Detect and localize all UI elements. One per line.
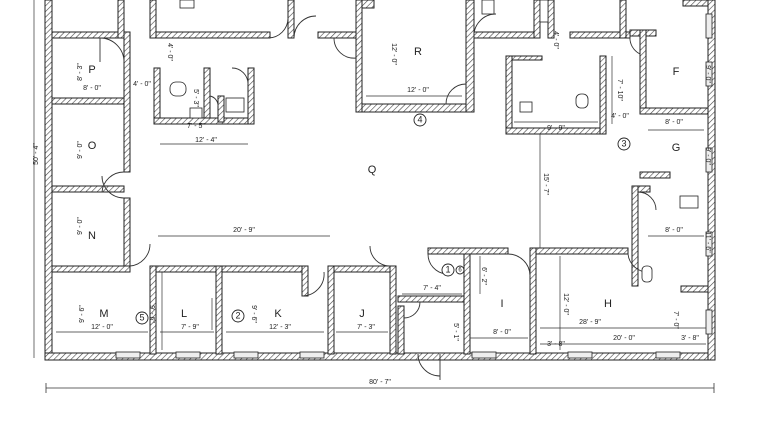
dim-m-height: 9' - 6"	[79, 305, 86, 323]
dim-p-gap: 4' - 0"	[133, 81, 151, 88]
dim-vestibule-height: 6' - 2"	[480, 267, 487, 285]
fixtures	[169, 0, 699, 283]
top-row-walls	[51, 0, 709, 293]
dim-j-width: 7' - 3"	[357, 324, 375, 331]
dim-g-width: 8' - 0"	[665, 119, 683, 126]
marker-3: 3	[621, 138, 626, 148]
dim-restroom-left-width: 7' - 5"	[187, 123, 205, 130]
room-label-k: K	[274, 308, 282, 320]
dim-corridor-height: 15' - 7"	[542, 173, 549, 195]
dim-g-height: 9' - 0"	[704, 147, 711, 165]
dim-n-height: 9' - 0"	[77, 217, 84, 235]
dim-k-height: 9' - 6"	[148, 305, 155, 323]
dim-restroom-left-total: 12' - 4"	[195, 137, 217, 144]
dim-h-width: 28' - 9"	[579, 319, 601, 326]
dim-h-small-right: 3' - 8"	[681, 335, 699, 342]
room-label-r: R	[414, 46, 422, 58]
dimension-labels: 8' - 3" 8' - 0" 4' - 0" 4' - 0" 5' - 3" …	[33, 31, 711, 386]
dim-top-gap-right: 4' - 0"	[552, 31, 559, 49]
marker-6: 6	[458, 268, 462, 274]
dim-far-right-width: 8' - 0"	[665, 227, 683, 234]
exterior-wall-south	[44, 352, 716, 361]
dim-overall-height: 50' - 4"	[33, 143, 40, 165]
marker-4-circle	[413, 113, 427, 127]
marker-1: 1	[445, 264, 450, 274]
room-label-j: J	[359, 308, 365, 320]
dim-h-total: 20' - 0"	[613, 335, 635, 342]
dimension-lines	[33, 0, 715, 393]
dim-l-height: 9' - 6"	[250, 305, 257, 323]
right-restroom-walls	[505, 55, 607, 135]
dim-vestibule-depth: 5' - 1"	[452, 323, 459, 341]
dim-corridor-width: 20' - 9"	[233, 227, 255, 234]
room-label-p: P	[88, 64, 95, 76]
room-label-l: L	[181, 308, 187, 320]
marker-6-circle	[455, 265, 465, 275]
dim-overall-width: 80' - 7"	[369, 379, 391, 386]
dim-top-gap-left: 4' - 0"	[166, 43, 173, 61]
dim-r-width: 12' - 0"	[407, 87, 429, 94]
room-label-i: I	[500, 298, 503, 310]
markers: 1 6 2 3 4 5	[135, 113, 631, 325]
dim-l-width: 7' - 9"	[181, 324, 199, 331]
room-label-f: F	[673, 66, 680, 78]
dim-h-small-left: 3' - 8"	[547, 341, 565, 348]
dim-restroom-left-height: 5' - 3"	[192, 89, 199, 107]
dim-i-width: 8' - 0"	[493, 329, 511, 336]
dim-p-height: 8' - 3"	[77, 63, 84, 81]
dim-restroom-right-height: 7' - 10"	[616, 79, 623, 101]
marker-5: 5	[139, 312, 144, 322]
dim-f-height: 9' - 0"	[704, 65, 711, 83]
dim-o-height: 9' - 0"	[77, 141, 84, 159]
room-label-h: H	[604, 298, 612, 310]
room-label-n: N	[88, 230, 96, 242]
dim-p-width: 8' - 0"	[83, 85, 101, 92]
room-label-m: M	[99, 308, 108, 320]
room-labels: P O N M L K J I H G F R Q	[88, 46, 681, 320]
room-label-g: G	[672, 142, 681, 154]
dim-vestibule-width: 7' - 4"	[423, 285, 441, 292]
left-row-walls	[51, 31, 255, 273]
dim-k-width: 12' - 3"	[269, 324, 291, 331]
exterior-walls	[44, 0, 716, 361]
marker-2: 2	[235, 310, 240, 320]
dim-f-gap: 4' - 0"	[611, 113, 629, 120]
room-label-o: O	[88, 140, 97, 152]
dim-m-width: 12' - 0"	[91, 324, 113, 331]
dim-h-side: 7' - 0"	[672, 311, 679, 329]
marker-3-circle	[617, 137, 631, 151]
exterior-wall-east	[707, 0, 716, 361]
dim-far-right-height: 11' - 6"	[704, 231, 711, 253]
marker-5-circle	[135, 311, 149, 325]
marker-4: 4	[417, 114, 422, 124]
right-bottom-walls	[427, 247, 629, 355]
dim-i-height: 12' - 0"	[562, 293, 569, 315]
marker-1-circle	[441, 263, 455, 277]
dim-restroom-right-width: 9' - 9"	[547, 125, 565, 132]
bottom-row-walls	[149, 265, 465, 355]
exterior-wall-west	[44, 0, 53, 361]
room-label-q: Q	[368, 164, 377, 176]
marker-2-circle	[231, 309, 245, 323]
windows	[115, 13, 713, 359]
dim-r-height: 12' - 0"	[390, 43, 397, 65]
